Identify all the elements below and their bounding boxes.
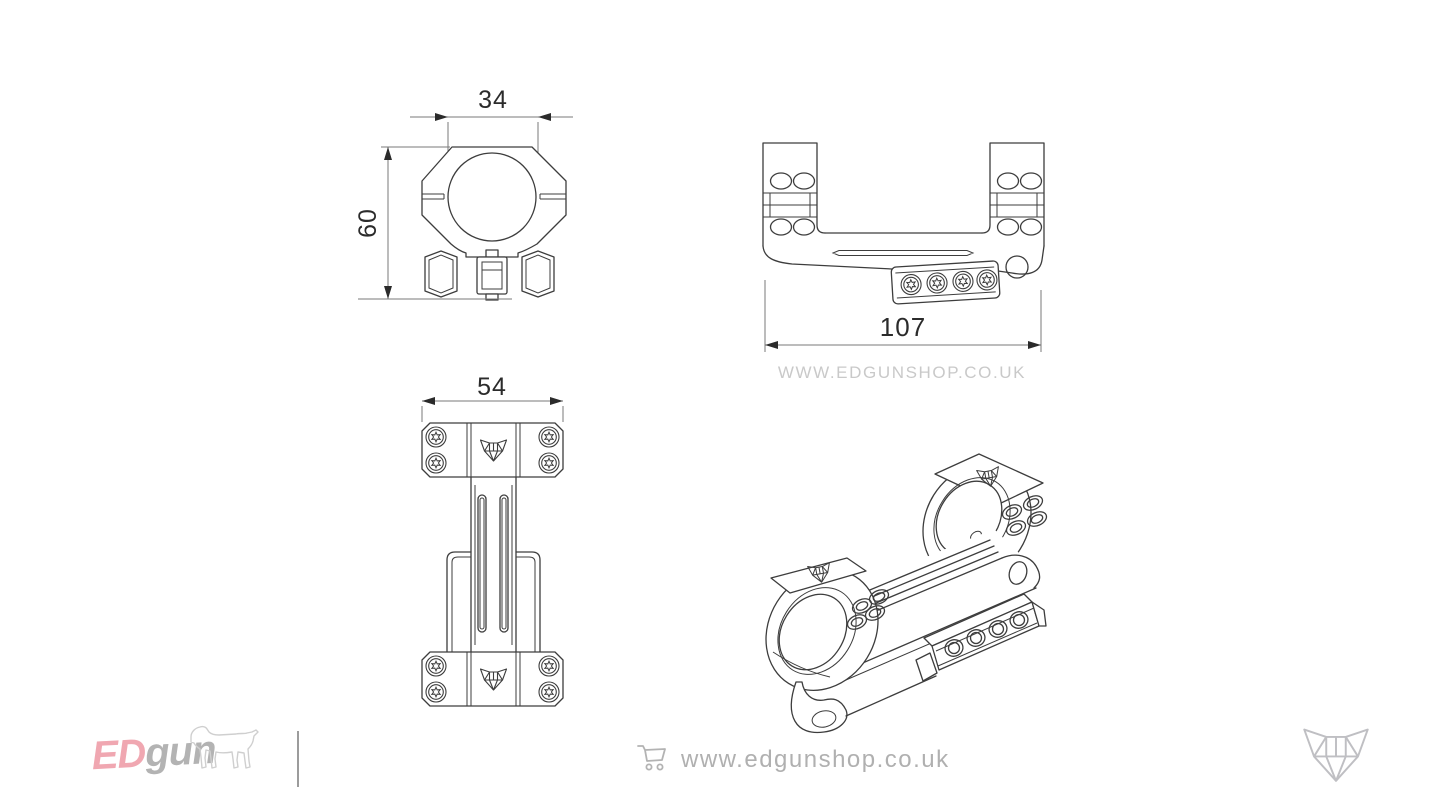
torx-screw-icon: [425, 452, 447, 474]
dimension-107-label: 107: [880, 312, 926, 342]
dimension-54-label: 54: [477, 373, 507, 401]
torx-screw-icon: [864, 605, 886, 621]
torx-screw-icon: [951, 270, 975, 293]
torx-screw-icon: [425, 655, 447, 677]
ring-screw-hole: [996, 172, 1020, 190]
top-view: 54: [400, 370, 600, 715]
dimension-34-label: 34: [478, 86, 508, 114]
front-ring-3d: [765, 557, 937, 734]
torx-screw-icon: [988, 620, 1008, 638]
lightening-slot: [499, 494, 509, 633]
recoil-slot: [831, 250, 975, 256]
dimension-107: 107: [764, 280, 1042, 352]
side-view: 107 WWW.EDGUNSHOP.CO.UK: [740, 130, 1070, 390]
dimension-60: 60: [355, 146, 450, 299]
torx-screw-icon: [944, 639, 964, 657]
torx-screw-icon: [538, 655, 560, 677]
torx-screw-icon: [538, 681, 560, 703]
ring-screw-hole: [792, 218, 816, 236]
wolf-head-logo: [1302, 728, 1370, 792]
torx-screw-icon: [975, 268, 999, 292]
torx-screw-icon: [425, 426, 447, 448]
scope-tube-bore: [447, 152, 537, 242]
lightening-slot: [477, 494, 487, 633]
footer-url: www.edgunshop.co.uk: [681, 746, 950, 773]
rottweiler-dog-logo: [188, 722, 264, 780]
torx-screw-icon: [1022, 495, 1044, 511]
brand-logo-ed: ED: [90, 731, 147, 779]
clamp-rails: [446, 551, 541, 653]
scope-ring-outline: [421, 146, 567, 258]
dimension-34: 34: [410, 86, 573, 157]
center-beam: [470, 476, 517, 653]
torx-screw-icon: [925, 271, 949, 295]
torx-screw-icon: [1005, 520, 1027, 536]
dimension-54: 54: [421, 373, 564, 422]
lightening-hole: [1008, 561, 1028, 585]
ring-screw-hole: [996, 218, 1020, 236]
ring-cap-top: [421, 422, 564, 478]
cart-icon: [636, 742, 668, 774]
ring-screw-hole: [1019, 172, 1043, 190]
clamp-nut: [485, 293, 499, 301]
ring-tower-front: [762, 142, 826, 247]
clamp-screw-block-3d: [915, 593, 1047, 682]
dovetail-claw-right: [521, 250, 555, 298]
torx-screw-icon: [1001, 504, 1023, 520]
front-view: 34 60: [355, 80, 585, 310]
ring-screw-hole: [1019, 218, 1043, 236]
isometric-view: [740, 430, 1090, 780]
torx-screw-icon: [1009, 611, 1029, 629]
ring-cap-bottom: [421, 651, 564, 707]
ring-tower-rear: [981, 142, 1045, 247]
cantilever-bridge: [762, 232, 1045, 279]
torx-screw-icon: [538, 452, 560, 474]
torx-screw-icon: [1026, 511, 1048, 527]
clamp-screw-block: [890, 260, 1001, 305]
torx-screw-icon: [868, 589, 890, 605]
ring-screw-hole: [792, 172, 816, 190]
torx-screw-icon: [966, 629, 986, 647]
ring-cap-top-face: [770, 557, 867, 594]
dovetail-claw-left: [424, 250, 458, 298]
footer-divider: [297, 731, 299, 787]
torx-screw-icon: [538, 426, 560, 448]
ring-screw-hole: [769, 172, 793, 190]
lightening-hole: [1005, 255, 1029, 279]
claw-foot-3d: [790, 681, 848, 734]
watermark-text: WWW.EDGUNSHOP.CO.UK: [778, 363, 1026, 382]
dimension-60-label: 60: [355, 208, 382, 238]
ring-screw-hole: [769, 218, 793, 236]
torx-screw-icon: [425, 681, 447, 703]
base-clamp: [358, 249, 555, 301]
torx-screw-icon: [851, 598, 873, 614]
torx-screw-icon: [899, 273, 923, 296]
